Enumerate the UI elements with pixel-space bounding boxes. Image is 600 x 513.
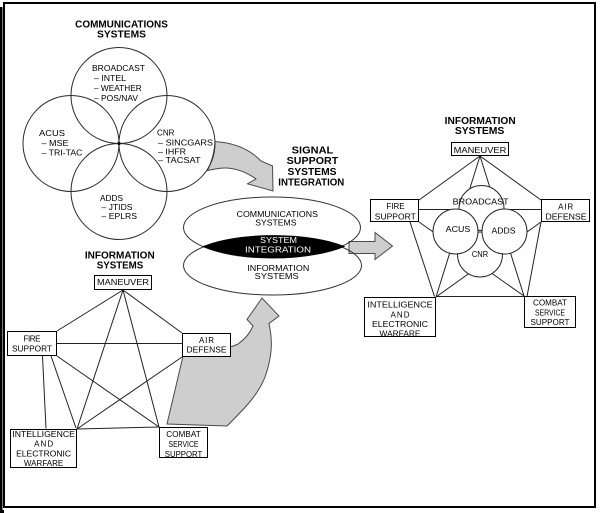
svg-text:SUPPORT: SUPPORT — [287, 156, 339, 167]
svg-text:CNR: CNR — [472, 250, 488, 259]
svg-text:SIGNAL: SIGNAL — [292, 146, 334, 157]
svg-text:SUPPORT: SUPPORT — [531, 318, 570, 327]
svg-text:WARFARE: WARFARE — [380, 330, 421, 339]
svg-text:ACUS: ACUS — [39, 129, 65, 138]
svg-text:SYSTEMS: SYSTEMS — [455, 126, 505, 137]
svg-text:INFORMATION: INFORMATION — [85, 251, 155, 262]
svg-text:ELECTRONIC: ELECTRONIC — [16, 450, 71, 459]
svg-text:SYSTEMS: SYSTEMS — [97, 260, 144, 271]
svg-text:MANEUVER: MANEUVER — [97, 278, 149, 287]
svg-text:AIR: AIR — [199, 336, 214, 345]
svg-text:COMMUNICATIONS: COMMUNICATIONS — [237, 210, 318, 219]
svg-text:– SINCGARS: – SINCGARS — [158, 139, 213, 148]
svg-text:FIRE: FIRE — [24, 335, 41, 344]
svg-text:– IHFR: – IHFR — [158, 148, 186, 157]
svg-text:COMMUNICATIONS: COMMUNICATIONS — [75, 20, 168, 31]
svg-text:ELECTRONIC: ELECTRONIC — [372, 320, 428, 329]
svg-text:SUPPORT: SUPPORT — [375, 212, 416, 221]
svg-text:INTELLIGENCE: INTELLIGENCE — [367, 301, 432, 310]
svg-text:– EPLRS: – EPLRS — [102, 212, 138, 221]
svg-text:SYSTEMS: SYSTEMS — [255, 218, 296, 227]
svg-text:– JTIDS: – JTIDS — [102, 203, 133, 212]
svg-text:– TRI-TAC: – TRI-TAC — [42, 149, 83, 158]
svg-text:MANEUVER: MANEUVER — [454, 146, 507, 155]
svg-text:DEFENSE: DEFENSE — [187, 346, 227, 355]
svg-text:SYSTEMS: SYSTEMS — [97, 30, 146, 41]
svg-text:DEFENSE: DEFENSE — [546, 213, 587, 222]
svg-text:– MSE: – MSE — [42, 139, 69, 148]
svg-text:SUPPORT: SUPPORT — [165, 450, 203, 459]
svg-text:FIRE: FIRE — [386, 202, 404, 211]
svg-text:ADDS: ADDS — [492, 227, 516, 236]
svg-text:BROADCAST: BROADCAST — [453, 198, 509, 207]
svg-text:SYSTEMS: SYSTEMS — [288, 167, 337, 178]
svg-text:– POS/NAV: – POS/NAV — [94, 94, 139, 103]
svg-text:ADDS: ADDS — [100, 194, 123, 203]
svg-text:– WEATHER: – WEATHER — [94, 84, 142, 93]
svg-text:– TACSAT: – TACSAT — [158, 156, 201, 165]
svg-text:SYSTEM: SYSTEM — [260, 236, 297, 245]
svg-text:COMBAT: COMBAT — [533, 299, 567, 308]
svg-text:INFORMATION: INFORMATION — [247, 264, 309, 273]
svg-text:INTELLIGENCE: INTELLIGENCE — [12, 430, 75, 439]
svg-text:AIR: AIR — [558, 203, 573, 212]
svg-text:INTEGRATION: INTEGRATION — [278, 178, 344, 189]
svg-text:AND: AND — [34, 440, 53, 449]
svg-text:AND: AND — [391, 310, 410, 319]
svg-text:SERVICE: SERVICE — [169, 440, 199, 449]
svg-text:SUPPORT: SUPPORT — [12, 345, 52, 354]
svg-text:CNR: CNR — [157, 129, 175, 138]
svg-text:SERVICE: SERVICE — [535, 309, 565, 318]
svg-text:ACUS: ACUS — [446, 225, 471, 234]
svg-text:INFORMATION: INFORMATION — [445, 116, 516, 127]
svg-text:COMBAT: COMBAT — [166, 430, 201, 439]
svg-text:INTEGRATION: INTEGRATION — [245, 245, 311, 254]
svg-text:WARFARE: WARFARE — [24, 459, 63, 468]
svg-text:– INTEL: – INTEL — [94, 74, 127, 83]
svg-text:BROADCAST: BROADCAST — [92, 64, 145, 73]
svg-text:SYSTEMS: SYSTEMS — [255, 272, 299, 281]
